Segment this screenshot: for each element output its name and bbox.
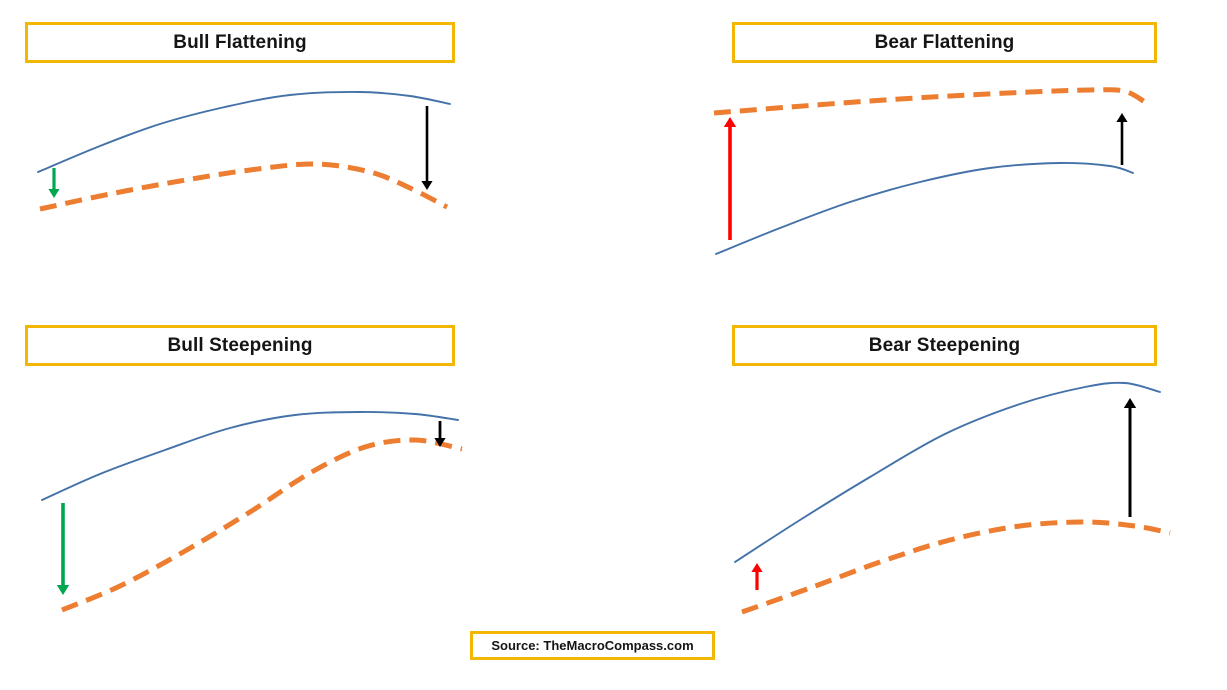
bull-steepening-curve-starting bbox=[41, 411, 459, 501]
panel-title-box-bear-flattening: Bear Flattening bbox=[732, 22, 1157, 63]
bull-steepening-front-end-arrow-head bbox=[56, 585, 70, 595]
bear-flattening-curve-starting bbox=[715, 162, 1134, 255]
panel-title-bull-steepening: Bull Steepening bbox=[167, 334, 313, 356]
panel-bull-flattening-graphics bbox=[37, 91, 451, 212]
bull-flattening-long-end-arrow-head bbox=[421, 181, 433, 190]
panel-title-box-bear-steepening: Bear Steepening bbox=[732, 325, 1157, 366]
bull-steepening-curve-new bbox=[61, 437, 463, 613]
bull-flattening-front-end-arrow-head bbox=[48, 189, 60, 198]
bear-steepening-long-end-arrow-head bbox=[1123, 398, 1137, 408]
bear-steepening-front-end-arrow-head bbox=[751, 563, 763, 572]
panel-title-box-bull-steepening: Bull Steepening bbox=[25, 325, 455, 366]
panel-title-box-bull-flattening: Bull Flattening bbox=[25, 22, 455, 63]
bull-steepening-long-end-arrow-head bbox=[434, 438, 446, 447]
bull-flattening-curve-starting bbox=[37, 91, 451, 173]
source-attribution-box: Source: TheMacroCompass.com bbox=[470, 631, 715, 660]
panel-title-bear-steepening: Bear Steepening bbox=[868, 334, 1021, 356]
panel-bear-flattening-graphics bbox=[713, 87, 1147, 255]
bull-flattening-curve-new bbox=[39, 161, 449, 212]
bear-flattening-front-end-arrow-head bbox=[723, 117, 737, 127]
panel-title-bull-flattening: Bull Flattening bbox=[173, 31, 307, 53]
panel-bull-steepening-graphics bbox=[41, 411, 463, 613]
bear-flattening-long-end-arrow-head bbox=[1116, 113, 1128, 122]
source-attribution-label: Source: TheMacroCompass.com bbox=[491, 638, 694, 653]
panel-bear-steepening-graphics bbox=[734, 381, 1171, 615]
bear-steepening-curve-new bbox=[741, 519, 1171, 615]
panel-title-bear-flattening: Bear Flattening bbox=[874, 31, 1015, 53]
bear-steepening-curve-starting bbox=[734, 381, 1161, 563]
bear-flattening-curve-new bbox=[713, 87, 1147, 116]
